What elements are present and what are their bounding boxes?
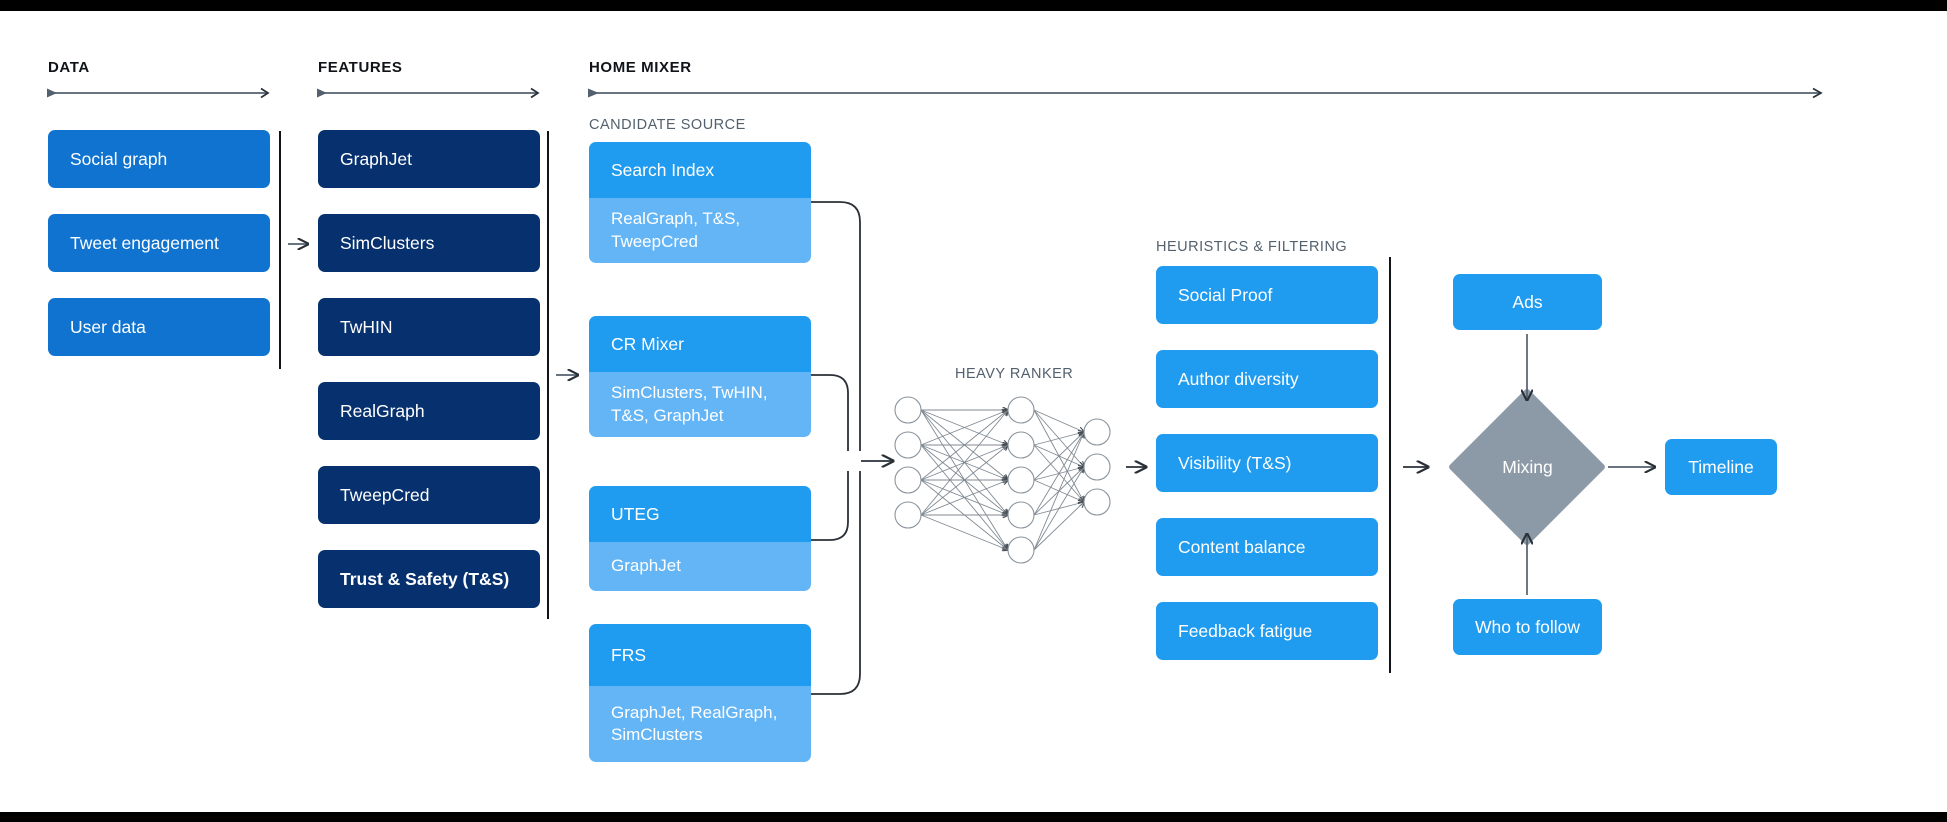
candidate-source-title: Search Index [589, 142, 811, 198]
candidate-source-uteg[interactable]: UTEG GraphJet [589, 486, 811, 591]
candidate-source-features: GraphJet [589, 542, 811, 591]
candidate-source-features: SimClusters, TwHIN, T&S, GraphJet [589, 372, 811, 437]
candidate-source-frs[interactable]: FRS GraphJet, RealGraph, SimClusters [589, 624, 811, 762]
section-header-data: DATA [48, 59, 90, 76]
candidate-source-cr-mixer[interactable]: CR Mixer SimClusters, TwHIN, T&S, GraphJ… [589, 316, 811, 437]
heuristic-card-content-balance[interactable]: Content balance [1156, 518, 1378, 576]
candidate-source-title: UTEG [589, 486, 811, 542]
divider-after-features [547, 131, 549, 619]
candidate-source-search-index[interactable]: Search Index RealGraph, T&S, TweepCred [589, 142, 811, 263]
data-card-user-data[interactable]: User data [48, 298, 270, 356]
heuristic-card-social-proof[interactable]: Social Proof [1156, 266, 1378, 324]
heuristic-card-author-diversity[interactable]: Author diversity [1156, 350, 1378, 408]
output-card-timeline[interactable]: Timeline [1665, 439, 1777, 495]
nn-hidden-nodes [1007, 396, 1035, 564]
data-axis-arrow [47, 87, 275, 99]
feature-card-simclusters[interactable]: SimClusters [318, 214, 540, 272]
divider-after-data [279, 131, 281, 369]
subsection-header-candidate-source: CANDIDATE SOURCE [589, 117, 746, 133]
data-card-tweet-engagement[interactable]: Tweet engagement [48, 214, 270, 272]
candidate-source-merge-lines [811, 201, 861, 695]
bottom-letterbox-bar [0, 812, 1947, 822]
heuristic-card-visibility-ts[interactable]: Visibility (T&S) [1156, 434, 1378, 492]
heavy-ranker-network [894, 396, 1111, 564]
subsection-header-heuristics: HEURISTICS & FILTERING [1156, 239, 1348, 255]
nn-output-nodes [1083, 418, 1111, 516]
section-header-features: FEATURES [318, 59, 403, 76]
candidate-source-title: FRS [589, 624, 811, 686]
divider-after-heuristics [1389, 257, 1391, 673]
data-card-social-graph[interactable]: Social graph [48, 130, 270, 188]
feature-card-trust-and-safety[interactable]: Trust & Safety (T&S) [318, 550, 540, 608]
output-card-who-to-follow[interactable]: Who to follow [1453, 599, 1602, 655]
connector-overlay [288, 201, 1947, 695]
feature-card-graphjet[interactable]: GraphJet [318, 130, 540, 188]
section-header-home-mixer: HOME MIXER [589, 59, 692, 76]
subsection-header-heavy-ranker: HEAVY RANKER [955, 366, 1074, 382]
mixing-label: Mixing [1502, 456, 1553, 477]
nn-input-nodes [894, 396, 922, 529]
features-axis-arrow [317, 87, 545, 99]
heuristic-card-feedback-fatigue[interactable]: Feedback fatigue [1156, 602, 1378, 660]
candidate-source-features: RealGraph, T&S, TweepCred [589, 198, 811, 263]
feature-card-realgraph[interactable]: RealGraph [318, 382, 540, 440]
feature-card-twhin[interactable]: TwHIN [318, 298, 540, 356]
diagram-canvas: DATA FEATURES HOME MIXER CANDIDATE SOURC… [0, 11, 1947, 812]
home-mixer-axis-arrow [588, 87, 1828, 99]
candidate-source-title: CR Mixer [589, 316, 811, 372]
output-card-ads[interactable]: Ads [1453, 274, 1602, 330]
feature-card-tweepcred[interactable]: TweepCred [318, 466, 540, 524]
candidate-source-features: GraphJet, RealGraph, SimClusters [589, 686, 811, 762]
top-letterbox-bar [0, 0, 1947, 11]
